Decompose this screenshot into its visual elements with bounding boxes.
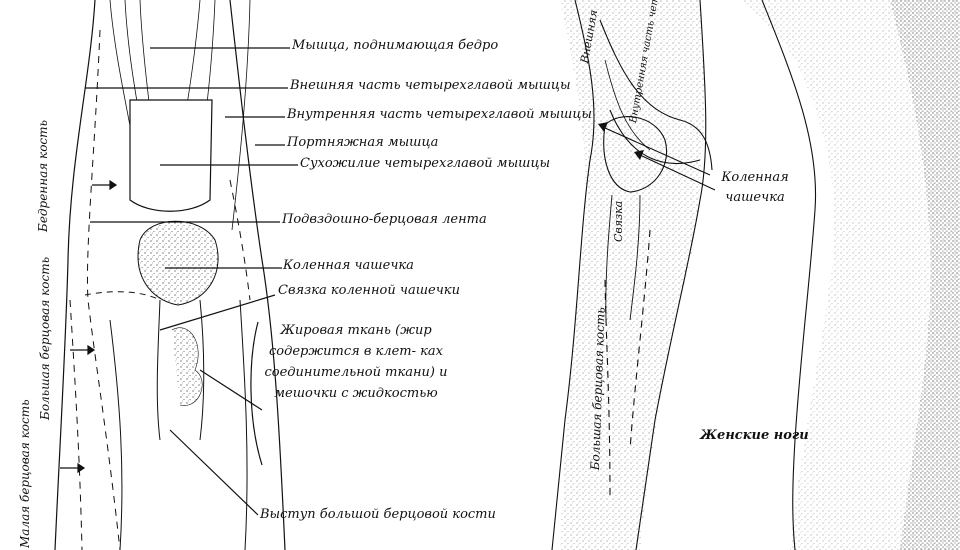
- caption-female-legs: Женские ноги: [700, 428, 809, 444]
- label-ligament: Связка: [612, 201, 625, 242]
- label-quadriceps-tendon: Сухожилие четырехглавой мышцы: [300, 156, 550, 172]
- label-sartorius: Портняжная мышца: [287, 135, 438, 151]
- label-femur: Бедренная кость: [36, 120, 50, 232]
- label-kneecap-ligament: Связка коленной чашечки: [278, 283, 460, 299]
- label-inner-quadriceps: Внутренняя часть четырехглавой мышцы: [287, 107, 592, 123]
- label-tibia: Большая берцовая кость: [38, 257, 52, 420]
- label-fat-tissue: Жировая ткань (жир содержится в клет- ка…: [256, 320, 456, 404]
- label-kneecap-right: Коленная чашечка: [710, 168, 800, 208]
- label-tibial-tuberosity: Выступ большой берцовой кости: [260, 507, 496, 523]
- label-outer-quadriceps: Внешняя часть четырехглавой мышцы: [290, 78, 571, 94]
- label-kneecap: Коленная чашечка: [283, 258, 414, 274]
- left-knee-drawing: [55, 0, 298, 550]
- label-muscle-lift-thigh: Мышца, поднимающая бедро: [292, 38, 498, 54]
- legs-drawing: [552, 0, 960, 550]
- label-iliotibial-band: Подвздошно-берцовая лента: [282, 212, 487, 228]
- label-fibula: Малая берцовая кость: [18, 399, 32, 548]
